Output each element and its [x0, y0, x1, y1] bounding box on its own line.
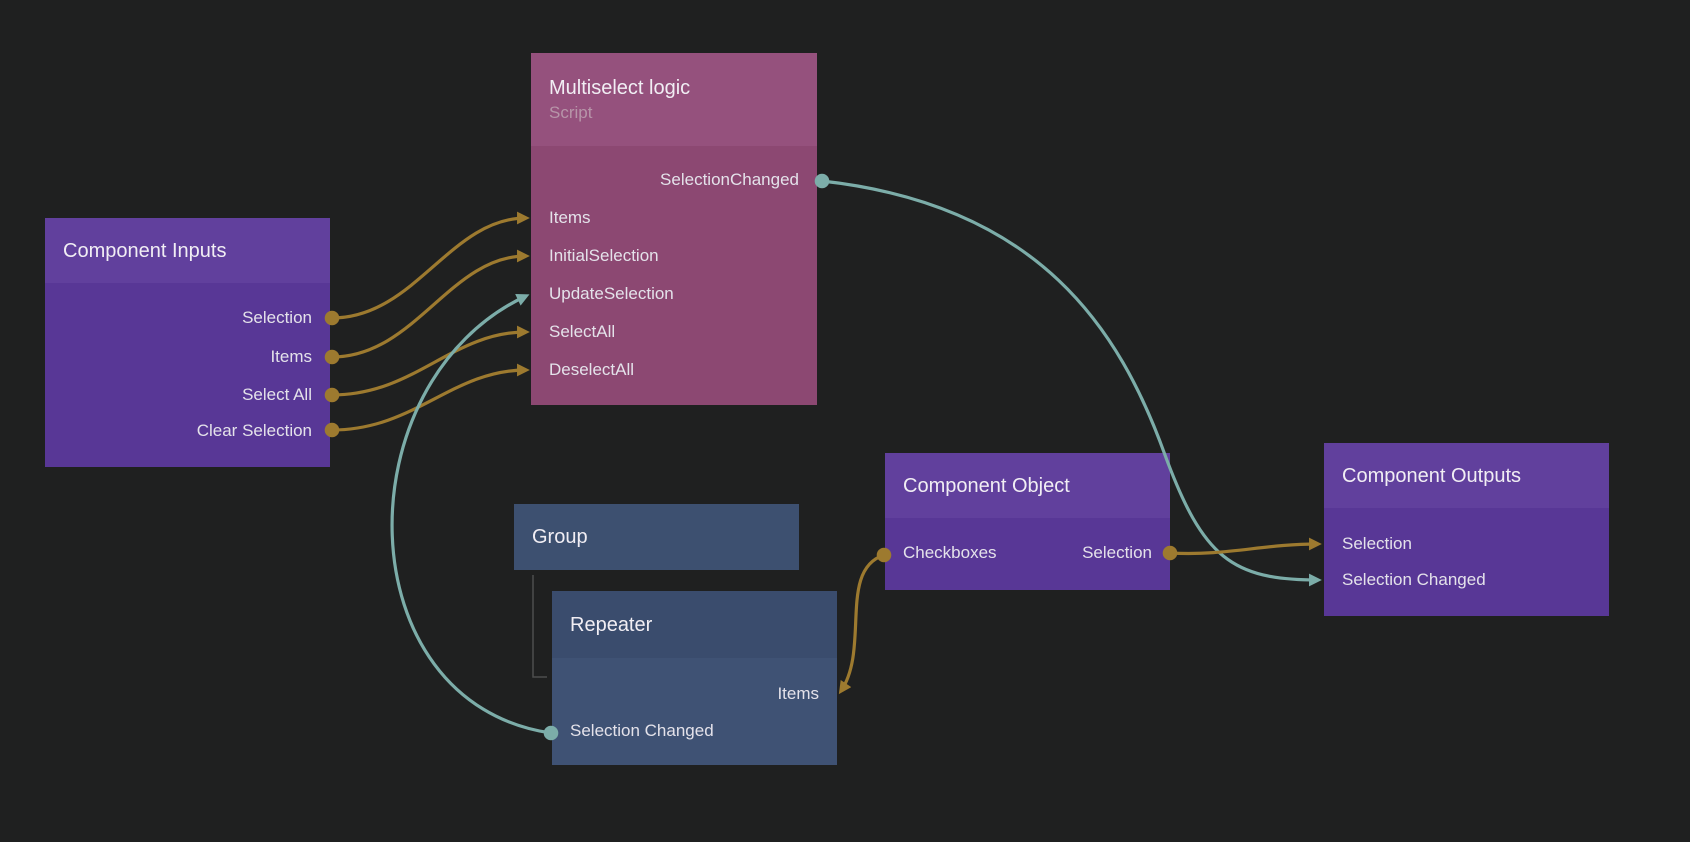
node-header[interactable]: Component Inputs	[45, 218, 330, 283]
port-multiselect-logic-selectionchanged[interactable]: SelectionChanged	[660, 161, 817, 199]
node-group[interactable]: Group	[514, 504, 799, 570]
port-label: Selection	[1342, 534, 1412, 553]
port-label: Items	[777, 684, 819, 703]
port-label: SelectAll	[549, 322, 616, 341]
connection-component-object-checkboxes-to-repeater-items[interactable]	[838, 553, 885, 695]
port-label: SelectionChanged	[660, 170, 799, 189]
port-component-object-selection[interactable]: Selection	[1082, 534, 1170, 572]
port-label: InitialSelection	[549, 246, 659, 265]
port-component-outputs-selection[interactable]: Selection	[1324, 525, 1412, 563]
connection-component-inputs-items-to-multiselect-logic-initialselection[interactable]	[331, 249, 530, 359]
port-repeater-items[interactable]: Items	[777, 675, 837, 713]
connection-component-object-selection-to-component-outputs-selection[interactable]	[1169, 537, 1322, 556]
port-label: Items	[549, 208, 591, 227]
node-title: Multiselect logic	[549, 77, 691, 99]
port-multiselect-logic-selectall[interactable]: SelectAll	[531, 313, 615, 351]
port-label: Items	[270, 347, 312, 366]
port-multiselect-logic-updateselection[interactable]: UpdateSelection	[531, 275, 674, 313]
hierarchy-line	[532, 575, 547, 678]
connection-component-inputs-select-all-to-multiselect-logic-selectall[interactable]	[331, 325, 530, 397]
node-title: Component Outputs	[1342, 464, 1521, 487]
port-repeater-selection-changed[interactable]: Selection Changed	[552, 712, 714, 750]
node-header[interactable]: Repeater	[552, 591, 837, 658]
port-component-object-checkboxes[interactable]: Checkboxes	[885, 534, 997, 572]
port-label: Selection Changed	[1342, 570, 1486, 589]
connection-component-inputs-clear-selection-to-multiselect-logic-deselectall[interactable]	[331, 363, 530, 432]
node-title: Component Object	[903, 474, 1070, 497]
port-label: Selection Changed	[570, 721, 714, 740]
node-title: Component Inputs	[63, 239, 227, 262]
node-header[interactable]: Group	[514, 504, 799, 570]
port-multiselect-logic-items[interactable]: Items	[531, 199, 591, 237]
port-label: Clear Selection	[196, 421, 312, 440]
node-header[interactable]: Component Outputs	[1324, 443, 1609, 508]
node-title: Group	[532, 526, 588, 548]
port-label: Selection	[242, 308, 312, 327]
port-multiselect-logic-initialselection[interactable]: InitialSelection	[531, 237, 659, 275]
port-label: Selection	[1082, 543, 1152, 562]
node-subtitle: Script	[549, 103, 593, 122]
port-component-inputs-selection[interactable]: Selection	[242, 299, 330, 337]
port-label: UpdateSelection	[549, 284, 674, 303]
node-title: Repeater	[570, 613, 653, 636]
port-component-inputs-clear-selection[interactable]: Clear Selection	[197, 412, 330, 450]
port-label: Select All	[242, 385, 312, 404]
port-component-outputs-selection-changed[interactable]: Selection Changed	[1324, 561, 1486, 599]
connection-component-inputs-selection-to-multiselect-logic-items[interactable]	[331, 211, 530, 320]
port-label: DeselectAll	[549, 360, 635, 379]
port-component-inputs-select-all[interactable]: Select All	[242, 376, 330, 414]
node-header[interactable]: Component Object	[885, 453, 1170, 518]
port-label: Checkboxes	[903, 543, 997, 562]
port-multiselect-logic-deselectall[interactable]: DeselectAll	[531, 351, 634, 389]
port-component-inputs-items[interactable]: Items	[270, 338, 330, 376]
